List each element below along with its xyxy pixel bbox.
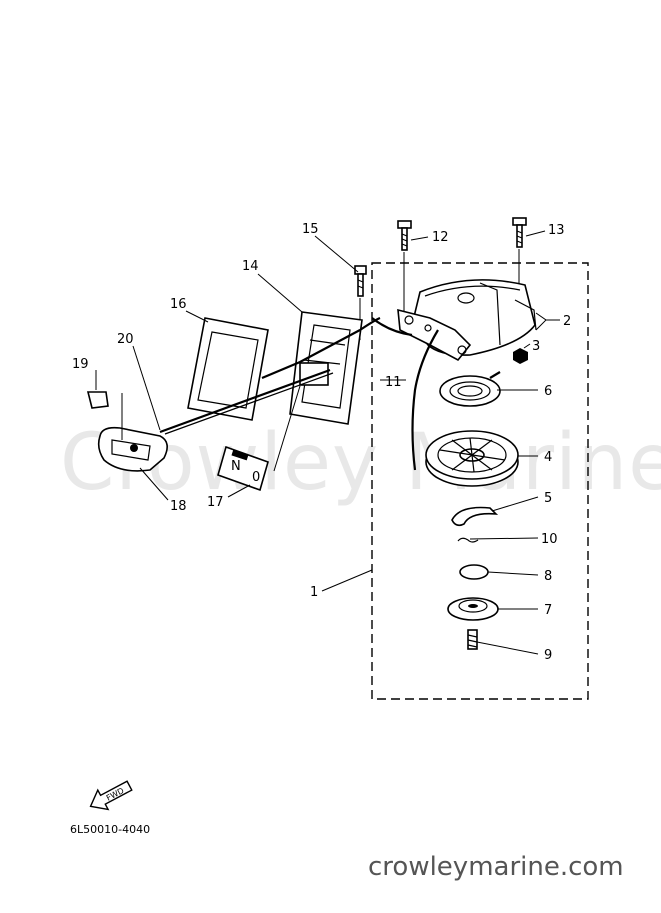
callout-16: 16 [170,297,187,312]
callout-17: 17 [207,495,224,510]
bolt-12 [397,220,412,318]
label-plate-n: N [231,459,241,474]
watermark-text: Crowley Marine [60,418,661,508]
nut-3 [513,348,528,364]
callout-2: 2 [563,314,571,329]
plate-8 [459,564,489,580]
callout-12: 12 [432,230,449,245]
callout-11: 11 [385,375,402,390]
label-plate-17: N 0 [217,445,269,492]
callout-6: 6 [544,384,552,399]
callout-19: 19 [72,357,89,372]
handle-18 [97,426,168,472]
callout-7: 7 [544,603,552,618]
starter-housing-2 [397,279,537,362]
callout-9: 9 [544,648,552,663]
callout-20: 20 [117,332,134,347]
leader-lines [95,230,560,655]
spring-6 [439,371,501,407]
callout-18: 18 [170,499,187,514]
fwd-arrow-icon: FWD [89,780,133,811]
assembly-dashed-box [371,262,589,700]
callout-3: 3 [532,339,540,354]
callout-1: 1 [310,585,318,600]
callout-5: 5 [544,491,552,506]
pawl-5 [451,506,499,527]
callout-13: 13 [548,223,565,238]
website-text: crowleymarine.com [368,852,624,882]
callout-4: 4 [544,450,552,465]
cable-guide-14 [289,311,363,425]
clip-19 [86,391,109,409]
fwd-label: FWD [105,786,126,803]
pulley-4 [425,430,519,487]
bolt-13 [512,217,527,290]
label-plate-0: 0 [252,470,260,485]
callout-8: 8 [544,569,552,584]
diagram-code: 6L50010-4040 [70,823,150,836]
callout-10: 10 [541,532,558,547]
drive-plate-7 [447,597,499,621]
spring-10 [457,537,479,543]
bolt-9 [467,629,478,650]
callout-14: 14 [242,259,259,274]
callout-15: 15 [302,222,319,237]
cable-11 [411,329,439,471]
gasket-16 [187,317,269,421]
